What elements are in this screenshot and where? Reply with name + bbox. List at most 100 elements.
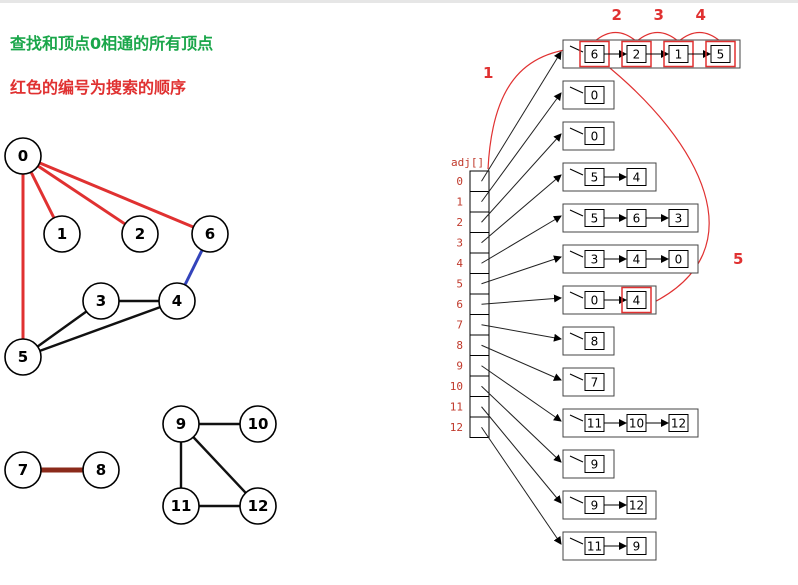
search-order-label-1: 1 (483, 64, 493, 82)
adj-node-value: 2 (633, 48, 641, 62)
list-head-pointer (569, 455, 584, 463)
adj-node-box (668, 250, 689, 268)
adj-node-value: 9 (591, 499, 599, 513)
graph-node-8: 8 (82, 451, 120, 489)
adj-index-label: 1 (456, 196, 463, 209)
graph-node-12: 12 (239, 487, 277, 525)
list-head-pointer (569, 250, 584, 258)
adj-node-value: 4 (633, 253, 641, 267)
search-order-label-5: 5 (733, 250, 743, 268)
adj-node-value: 0 (591, 294, 599, 308)
graph-node-label: 12 (248, 497, 269, 515)
adj-array-cell (469, 334, 490, 356)
order-arc-3 (636, 31, 679, 42)
adj-node-value: 12 (671, 417, 686, 431)
adj-node-box (584, 86, 605, 104)
adj-pointer-arrow (481, 406, 562, 504)
adj-node-box (626, 496, 647, 514)
adj-index-label: 12 (450, 421, 463, 434)
adj-index-label: 6 (456, 298, 463, 311)
adj-index-label: 10 (450, 380, 463, 393)
adj-node-value: 6 (633, 212, 641, 226)
adj-list-2: 0 (562, 121, 615, 151)
adj-array-cell (469, 252, 490, 274)
adj-node-value: 8 (591, 335, 599, 349)
graph-node-3: 3 (82, 282, 120, 320)
graph-node-label: 6 (205, 225, 215, 243)
adj-array-cell (469, 396, 490, 418)
adj-array-cell (469, 355, 490, 377)
adj-node-box (626, 291, 647, 309)
adj-index-label: 3 (456, 237, 463, 250)
graph-node-6: 6 (191, 215, 229, 253)
edge-0-6 (22, 154, 211, 236)
adj-pointer-arrow (481, 133, 562, 223)
adj-index-label: 4 (456, 257, 463, 270)
adj-node-value: 3 (675, 212, 683, 226)
graph-node-2: 2 (121, 215, 159, 253)
adj-list-4: 5 6 3 (562, 203, 699, 233)
adj-pointer-arrow (481, 215, 562, 264)
search-order-label-3: 3 (654, 6, 664, 24)
adj-list-10: 9 (562, 449, 615, 479)
graph-node-label: 11 (171, 497, 192, 515)
adj-array-cell (469, 314, 490, 336)
graph-node-9: 9 (162, 405, 200, 443)
list-head-pointer (569, 168, 584, 176)
adj-pointer-arrow (481, 92, 562, 203)
order-arc-4 (678, 31, 721, 42)
adj-node-value: 4 (633, 294, 641, 308)
adj-node-value: 11 (587, 417, 602, 431)
adj-node-box (584, 127, 605, 145)
graph-node-10: 10 (239, 405, 277, 443)
order-arc-2 (594, 31, 637, 42)
list-head-pointer (569, 496, 584, 504)
graph-node-label: 2 (135, 225, 145, 243)
search-order-label-4: 4 (696, 6, 706, 24)
search-order-label-2: 2 (612, 6, 622, 24)
adj-index-label: 0 (456, 175, 463, 188)
graph-node-5: 5 (4, 338, 42, 376)
search-highlight (621, 286, 652, 314)
search-order-labels: 1 2 3 4 5 (483, 6, 743, 268)
adj-node-box (668, 209, 689, 227)
adj-node-value: 0 (675, 253, 683, 267)
adj-node-box (584, 332, 605, 350)
graph-node-label: 10 (248, 415, 269, 433)
search-highlight (705, 40, 736, 68)
list-head-pointer (569, 332, 584, 340)
graph-node-4: 4 (158, 282, 196, 320)
graph-node-label: 9 (176, 415, 186, 433)
adj-node-value: 10 (629, 417, 644, 431)
graph-node-label: 0 (18, 147, 28, 165)
graph-node-label: 5 (18, 348, 28, 366)
adj-pointer-arrow (481, 51, 562, 182)
edge-4-5 (22, 299, 178, 359)
adj-array-label: adj[] (451, 156, 484, 169)
adj-node-value: 1 (675, 48, 683, 62)
graph-edges (21, 154, 259, 508)
list-head-pointer (569, 209, 584, 217)
adj-pointer-arrow (481, 255, 562, 285)
adj-pointer-arrow (481, 385, 562, 463)
adj-node-value: 9 (633, 540, 641, 554)
adj-node-value: 0 (591, 130, 599, 144)
adj-list-frame (562, 326, 615, 356)
search-order-curves (487, 31, 721, 305)
adj-array-cell (469, 375, 490, 397)
list-head-pointer (569, 127, 584, 135)
adj-node-value: 11 (587, 540, 602, 554)
adj-node-value: 5 (591, 212, 599, 226)
adj-node-value: 9 (591, 458, 599, 472)
adj-node-box (584, 373, 605, 391)
adj-node-value: 5 (717, 48, 725, 62)
adj-index-label: 2 (456, 216, 463, 229)
graph-node-0: 0 (4, 137, 42, 175)
list-head-pointer (569, 537, 584, 545)
edge-0-2 (22, 154, 141, 236)
adj-list-12: 11 9 (562, 531, 657, 561)
adj-index-label: 11 (450, 401, 463, 414)
